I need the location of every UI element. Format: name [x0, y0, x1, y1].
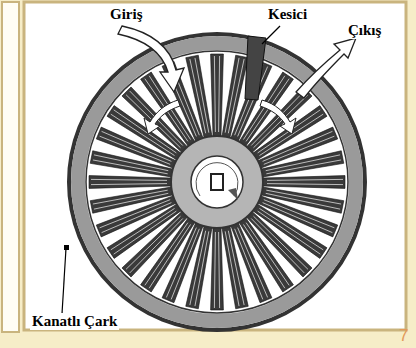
shaft-ring [191, 156, 243, 208]
figure-panel [24, 2, 406, 330]
rotation-arrow-head [228, 188, 238, 200]
outlet-label: Çıkış [346, 22, 383, 39]
blade [261, 151, 343, 177]
blade-stripe [190, 59, 206, 133]
inlet-arrow [118, 26, 184, 92]
inlet-label: Giriş [108, 6, 145, 23]
blade-stripe [91, 184, 167, 185]
blade-stripe [91, 179, 167, 180]
blade-stripe [266, 160, 341, 174]
blade-stripe [225, 231, 239, 306]
blade-stripe [267, 184, 343, 185]
shaft-key [211, 174, 223, 190]
blade-stripe [93, 190, 168, 204]
blade-stripe [219, 56, 220, 132]
outlet-arrow [296, 38, 356, 98]
blade-stripe [94, 193, 168, 209]
blade-stripe [214, 56, 215, 132]
blade [89, 176, 171, 189]
blade-stripe [195, 58, 209, 133]
blade [211, 228, 224, 310]
leader-dot [64, 245, 69, 250]
blade [90, 187, 172, 213]
cutter-label: Kesici [266, 6, 309, 23]
blade [186, 55, 212, 137]
blade [263, 176, 345, 189]
leader-line [262, 26, 280, 44]
side-panel [2, 2, 19, 332]
page-number: 7 [397, 327, 410, 346]
blade-stripe [266, 155, 340, 171]
part-label: Kanatlı Çark [30, 313, 119, 330]
vane-wheel [69, 26, 365, 330]
pump-housing [69, 34, 365, 330]
blade-stripe [214, 232, 215, 308]
hub [171, 136, 263, 228]
flow-arrow [144, 100, 180, 134]
blade-stripe [267, 179, 343, 180]
leader-line [62, 248, 66, 314]
flow-arrow [260, 100, 296, 134]
blade-stripe [219, 232, 220, 308]
cutter [245, 36, 266, 100]
blade-stripe [228, 231, 244, 305]
blade [211, 54, 224, 136]
blade [222, 226, 248, 308]
